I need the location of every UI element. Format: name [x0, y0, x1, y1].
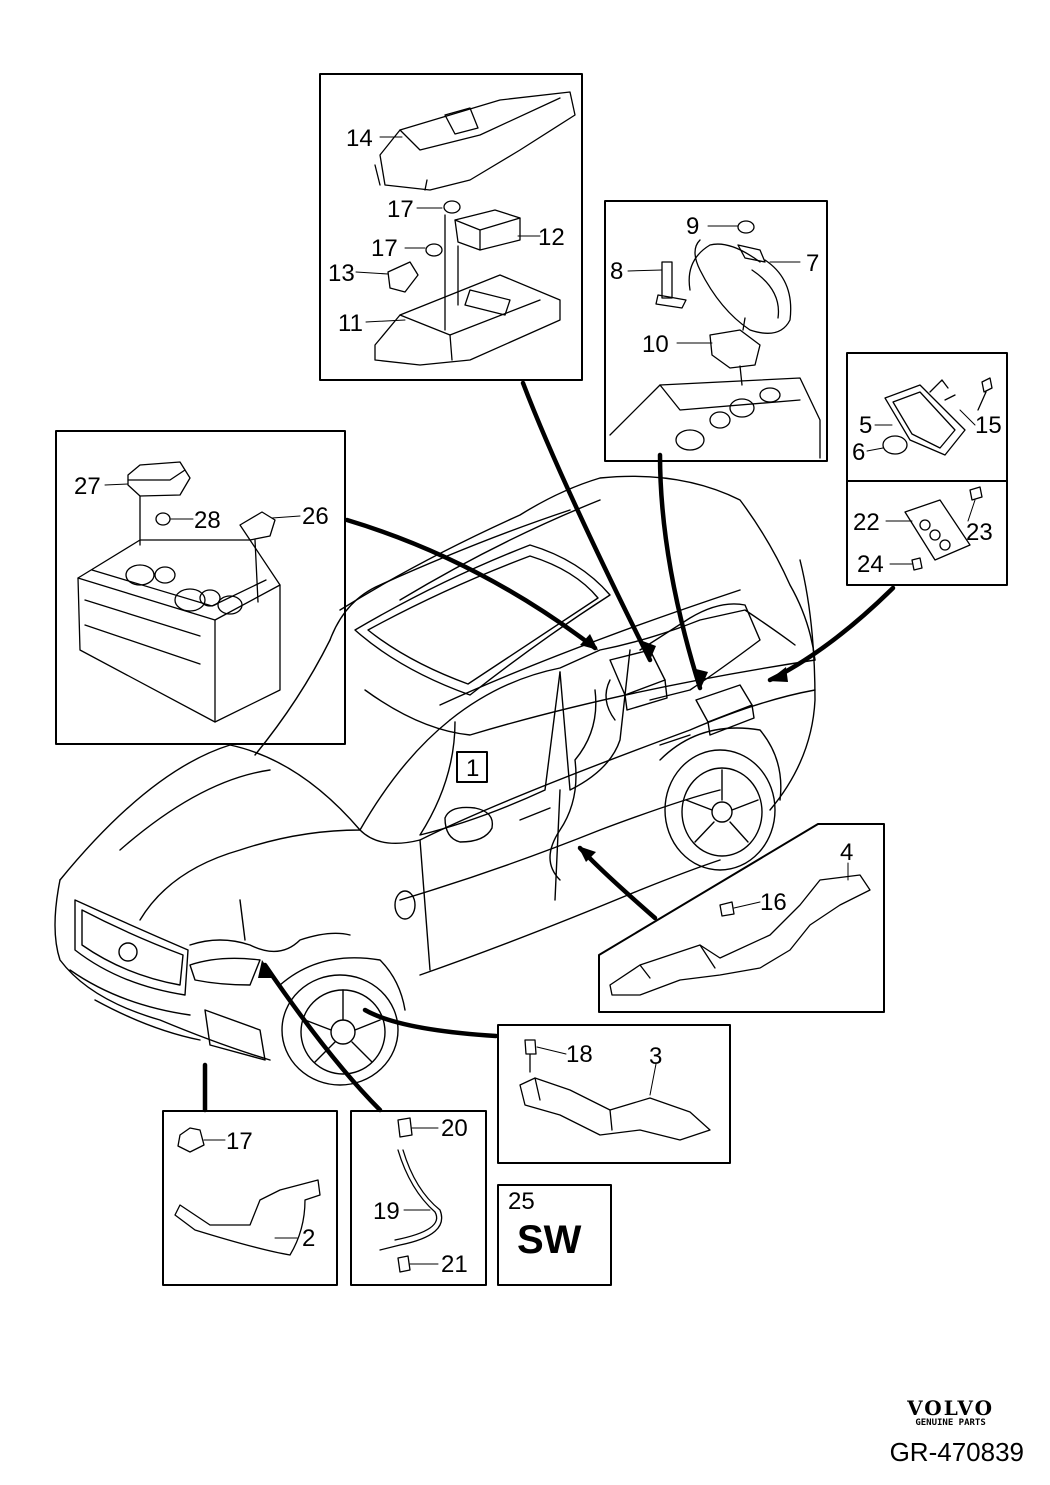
reference-number: GR-470839: [889, 1437, 1024, 1467]
callout-7: 7: [806, 250, 819, 277]
callout-12: 12: [538, 224, 565, 251]
label-leaders: [104, 136, 976, 1265]
callout-9: 9: [686, 213, 699, 240]
battery-terminal-parts: [609, 220, 821, 459]
callout-3: 3: [649, 1043, 662, 1070]
brand-tagline: GENUINE PARTS: [915, 1418, 986, 1428]
callout-8: 8: [610, 258, 623, 285]
callout-22: 22: [853, 509, 880, 536]
brand-name: VOLVO: [907, 1396, 994, 1420]
callout-13: 13: [328, 260, 355, 287]
callout-28: 28: [194, 507, 221, 534]
callout-16: 16: [760, 889, 787, 916]
callout-27: 27: [74, 473, 101, 500]
detail-box-2-17: [162, 1110, 338, 1286]
callout-18: 18: [566, 1041, 593, 1068]
detail-box-battery-junction: [319, 73, 583, 381]
detail-box-battery: [55, 430, 346, 745]
part-22-24: [904, 486, 983, 571]
detail-box-4-16: [598, 823, 885, 1013]
callout-1: 1: [466, 755, 479, 782]
callout-17-junction-a: 17: [387, 196, 414, 223]
detail-box-battery-terminal: [604, 200, 828, 462]
callout-26: 26: [302, 503, 329, 530]
callout-6: 6: [852, 439, 865, 466]
callout-23: 23: [966, 519, 993, 546]
callout-10: 10: [642, 331, 669, 358]
callout-box-1: [456, 751, 488, 783]
callout-17-lower: 17: [226, 1128, 253, 1155]
callout-15: 15: [975, 412, 1002, 439]
callout-14: 14: [346, 125, 373, 152]
part-19-21: [379, 1117, 443, 1273]
callout-11: 11: [338, 310, 363, 337]
callout-5: 5: [859, 412, 872, 439]
detail-box-19-21: [350, 1110, 487, 1286]
callout-2: 2: [302, 1225, 315, 1252]
arrow-heads: [258, 634, 788, 978]
callout-25: 25: [508, 1188, 535, 1215]
callout-21: 21: [441, 1251, 468, 1278]
junction-box-parts: [374, 91, 576, 366]
part-2-17: [174, 1127, 321, 1256]
sw-label: SW: [517, 1218, 582, 1262]
battery-parts: [77, 461, 281, 723]
leader-arrows: [202, 380, 896, 1113]
vehicle-illustration: [54, 475, 816, 1086]
callout-20: 20: [441, 1115, 468, 1142]
callout-labels: 1 2 3 4 5 6 7 8 9 10 11 12 13 14 15 16 1…: [74, 125, 1002, 1278]
callout-4: 4: [840, 839, 853, 866]
detail-box-3-18: [497, 1024, 731, 1164]
part-4-16: [609, 874, 871, 996]
callout-17-junction-b: 17: [371, 235, 398, 262]
brand-logo: VOLVO GENUINE PARTS: [907, 1396, 994, 1428]
callout-24: 24: [857, 551, 884, 578]
detail-box-22-24: [846, 480, 1008, 586]
detail-box-25: [497, 1184, 612, 1286]
part-3-18: [519, 1039, 711, 1141]
callout-19: 19: [373, 1198, 400, 1225]
part-5-6-15: [882, 377, 993, 456]
